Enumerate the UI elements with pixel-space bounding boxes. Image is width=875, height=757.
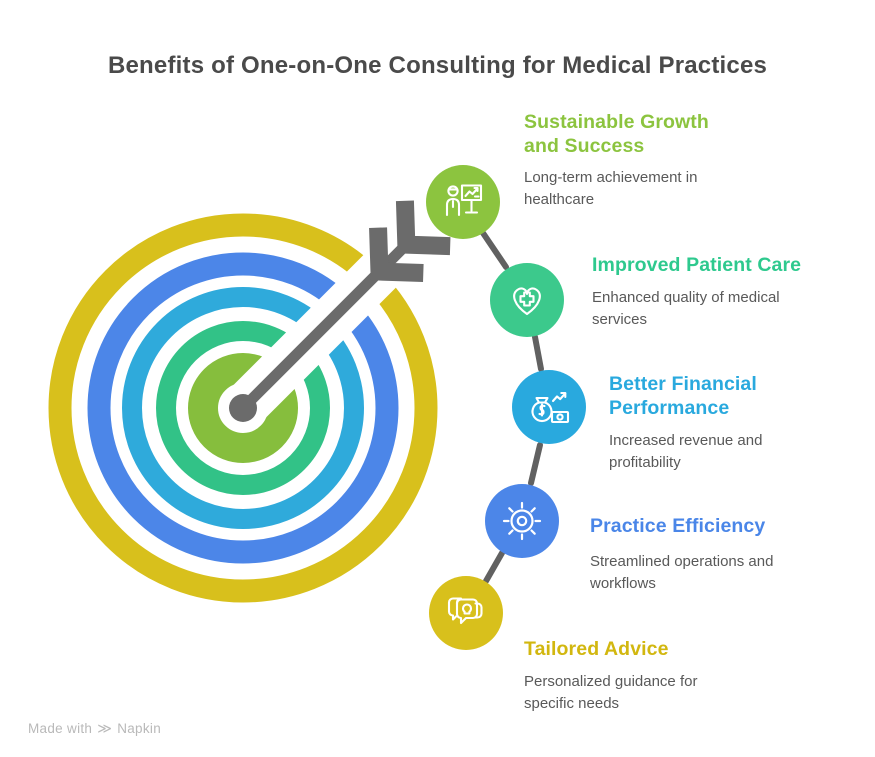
arrow-impact-dot xyxy=(229,394,257,422)
node-better-financial-performance-circle xyxy=(512,370,586,444)
node-improved-patient-care-label: Improved Patient Care xyxy=(592,254,802,276)
node-better-financial-performance-label: Better Financial Performance xyxy=(609,373,757,419)
target-rings xyxy=(48,213,438,603)
node-sustainable-growth-label: Sustainable Growth and Success xyxy=(524,111,709,157)
made-with-napkin-watermark: Made with ≫ Napkin xyxy=(28,720,161,737)
node-sustainable-growth-description: Long-term achievement in healthcare xyxy=(524,169,698,208)
node-practice-efficiency-circle xyxy=(485,484,559,558)
node-better-financial-performance-description: Increased revenue and profitability xyxy=(609,432,763,471)
presenter-chart-icon xyxy=(440,179,486,225)
chat-lightbulb-icon xyxy=(443,590,489,636)
watermark-prefix: Made with xyxy=(28,721,93,736)
node-tailored-advice-circle xyxy=(429,576,503,650)
napkin-logo-icon: ≫ xyxy=(97,720,113,736)
node-improved-patient-care-description: Enhanced quality of medical services xyxy=(592,289,780,328)
node-practice-efficiency-description: Streamlined operations and workflows xyxy=(590,553,774,592)
money-growth-icon xyxy=(526,384,572,430)
node-improved-patient-care-circle xyxy=(490,263,564,337)
node-sustainable-growth-circle xyxy=(426,165,500,239)
page-title: Benefits of One-on-One Consulting for Me… xyxy=(107,52,768,79)
node-tailored-advice-label: Tailored Advice xyxy=(524,638,669,660)
connector-4-5 xyxy=(483,550,505,584)
connector-2-3 xyxy=(532,334,544,372)
heart-cross-icon xyxy=(504,277,550,323)
node-connectors xyxy=(480,230,544,584)
connector-3-4 xyxy=(528,442,543,486)
node-practice-efficiency-label: Practice Efficiency xyxy=(590,515,766,537)
watermark-brand: Napkin xyxy=(117,721,162,736)
node-tailored-advice-description: Personalized guidance for specific needs xyxy=(524,673,698,712)
arrow-icon xyxy=(239,200,451,412)
gear-icon xyxy=(499,498,545,544)
connector-1-2 xyxy=(480,230,509,270)
